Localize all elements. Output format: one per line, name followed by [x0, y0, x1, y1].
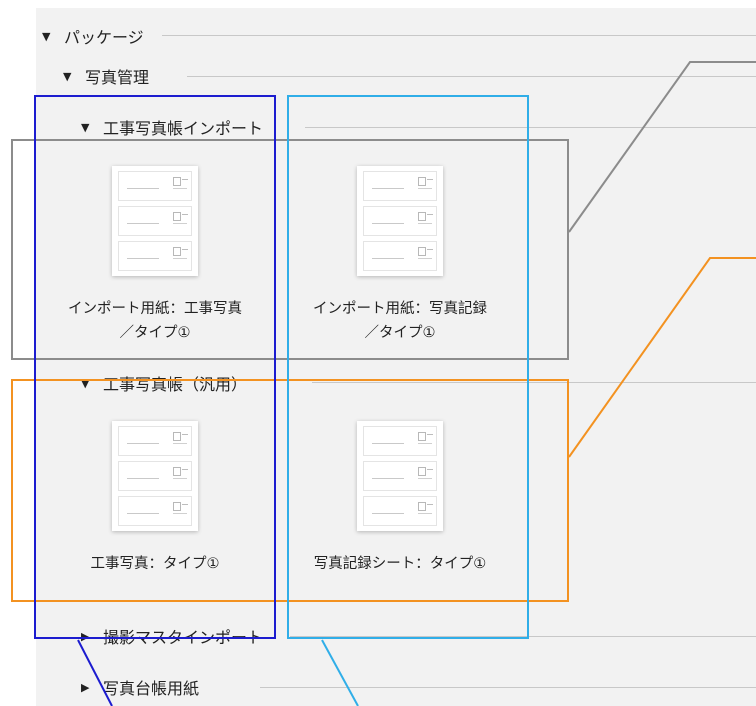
template-thumbnail-import-construction[interactable] [112, 166, 198, 276]
tree-node-generic-group[interactable]: ▼ 工事写真帳（汎用） [81, 371, 247, 395]
divider [312, 382, 756, 383]
divider [260, 687, 756, 688]
tree-node-label: パッケージ [64, 28, 144, 47]
expanded-arrow-icon: ▼ [42, 29, 51, 43]
tree-node-packages[interactable]: ▼ パッケージ [42, 24, 144, 48]
tree-node-label: 撮影マスタインポート [103, 628, 264, 647]
collapsed-arrow-icon: ▶ [81, 629, 90, 643]
template-tree-panel [36, 8, 756, 706]
tree-node-label: 写真台帳用紙 [103, 679, 200, 698]
expanded-arrow-icon: ▼ [63, 69, 72, 83]
template-thumbnail-import-record[interactable] [357, 166, 443, 276]
tree-node-label: 写真管理 [85, 68, 150, 87]
template-thumbnail-record-sheet[interactable] [357, 421, 443, 531]
template-caption: インポート用紙：写真記録／タイプ① [313, 301, 487, 341]
tree-node-label: 工事写真帳インポート [103, 119, 264, 138]
tree-node-import-group[interactable]: ▼ 工事写真帳インポート [81, 115, 263, 139]
tree-node-photo-ledger[interactable]: ▶ 写真台帳用紙 [81, 675, 199, 699]
expanded-arrow-icon: ▼ [81, 376, 90, 390]
tree-node-shooting-master-import[interactable]: ▶ 撮影マスタインポート [81, 624, 263, 648]
tree-node-label: 工事写真帳（汎用） [103, 375, 248, 394]
expanded-arrow-icon: ▼ [81, 120, 90, 134]
tree-node-photo-management[interactable]: ▼ 写真管理 [63, 64, 149, 88]
collapsed-arrow-icon: ▶ [81, 680, 90, 694]
template-caption: 工事写真：タイプ① [90, 556, 220, 572]
divider [290, 636, 756, 637]
template-caption: 写真記録シート：タイプ① [313, 556, 487, 572]
template-thumbnail-construction[interactable] [112, 421, 198, 531]
template-caption: インポート用紙：工事写真／タイプ① [68, 301, 242, 341]
divider [305, 127, 756, 128]
divider [162, 35, 756, 36]
divider [187, 76, 756, 77]
